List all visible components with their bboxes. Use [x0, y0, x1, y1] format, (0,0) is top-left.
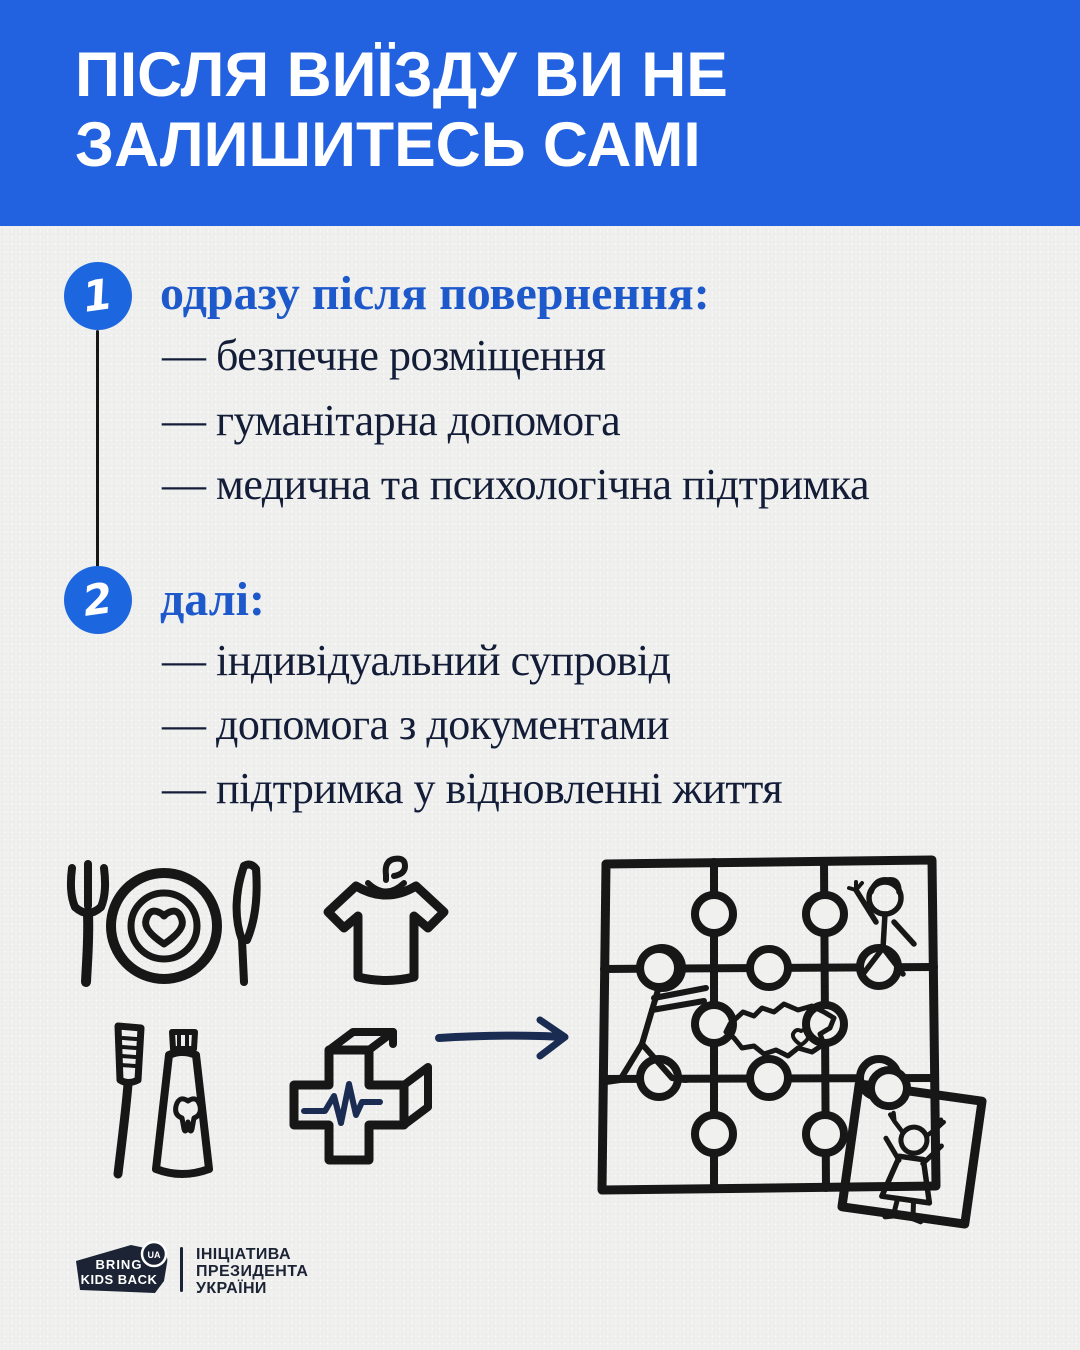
- section-1-item-3: — медична та психологічна підтримка: [162, 460, 870, 509]
- bring-kids-back-logo: BRING KIDS BACK UA: [76, 1240, 168, 1293]
- caption-line-3: УКРАЇНИ: [196, 1280, 267, 1297]
- section-2-item-2: — допомога з документами: [162, 700, 670, 749]
- step-2-number: 2: [80, 573, 116, 626]
- logo-ua-circle: [140, 1240, 168, 1268]
- logo-text-line1: BRING: [96, 1257, 143, 1272]
- page-title: ПІСЛЯ ВИЇЗДУ ВИ НЕ ЗАЛИШИТЕСЬ САМІ: [75, 40, 728, 180]
- man-figure: [603, 944, 709, 1085]
- section-2-item-3: — підтримка у відновленні життя: [162, 764, 783, 813]
- tshirt-on-hanger-icon: [323, 855, 449, 985]
- title-line-1: ПІСЛЯ ВИЇЗДУ ВИ НЕ: [75, 40, 728, 110]
- header-banner: ПІСЛЯ ВИЇЗДУ ВИ НЕ ЗАЛИШИТЕСЬ САМІ: [0, 0, 1080, 226]
- arrow-right-icon: [435, 1016, 569, 1060]
- plate-with-heart-and-cutlery-icon: [67, 860, 261, 987]
- timeline-connector: [96, 330, 99, 568]
- girl-figure: [879, 1110, 946, 1225]
- step-1-number: 1: [80, 269, 116, 322]
- caption-line-1: ІНІЦІАТИВА: [196, 1246, 291, 1263]
- logo-text-line2: KIDS BACK: [81, 1272, 158, 1287]
- toothbrush-and-toothpaste-icon: [113, 1022, 213, 1179]
- section-1-item-1: — безпечне розміщення: [162, 331, 606, 380]
- ukraine-map: [723, 1001, 837, 1059]
- title-line-2: ЗАЛИШИТЕСЬ САМІ: [75, 110, 701, 180]
- step-1-badge: 1: [64, 262, 132, 330]
- section-1-item-2: — гуманітарна допомога: [162, 396, 621, 445]
- section-2-heading: далі:: [160, 573, 265, 626]
- medical-cross-heartbeat-icon: [289, 1028, 432, 1165]
- section-1-heading: одразу після повернення:: [160, 267, 710, 320]
- boy-figure: [847, 877, 917, 977]
- section-2-item-1: — індивідуальний супровід: [162, 636, 671, 685]
- logo-divider: [180, 1247, 183, 1292]
- caption-line-2: ПРЕЗИДЕНТА: [196, 1263, 309, 1280]
- step-2-badge: 2: [64, 566, 132, 634]
- loose-puzzle-piece: [837, 1066, 987, 1229]
- logo-ua-text: UA: [148, 1250, 161, 1260]
- puzzle-with-children-and-ukraine-map: [597, 855, 987, 1229]
